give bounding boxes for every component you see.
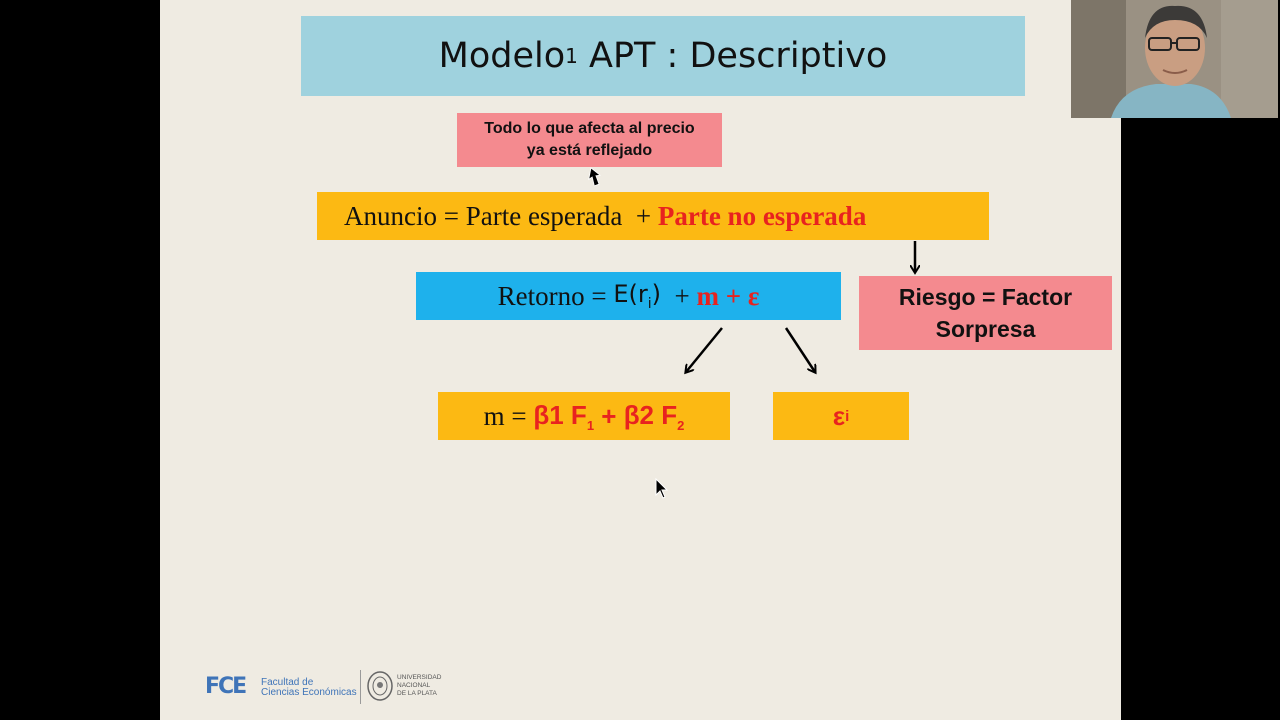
faculty-line-2: Ciencias Económicas [261,687,357,698]
epsilon-subscript: i [845,407,850,425]
beta2-subscript: 2 [677,417,685,433]
m-equation-box: m = β1 F1 + β2 F2 [438,392,730,440]
m-plus: + [594,400,624,431]
webcam-image [1071,0,1278,118]
m-label: m = [483,400,534,431]
beta1-subscript: 1 [586,417,595,433]
logo-divider [360,670,361,704]
riesgo-box: Riesgo = Factor Sorpresa [859,276,1112,350]
anuncio-unexpected-part: Parte no esperada [657,200,867,231]
expected-return: E(ri) [613,280,661,312]
unlp-line-1: UNIVERSIDAD [397,674,442,681]
slide-canvas [160,0,1121,720]
beta2-term: β2 F2 [624,400,685,433]
note-box: Todo lo que afecta al precio ya está ref… [457,113,722,167]
riesgo-line-2: Sorpresa [935,316,1036,342]
anuncio-equation-box: Anuncio = Parte esperada + Parte no espe… [317,192,989,240]
mouse-pointer-icon [655,478,669,499]
retorno-equation-box: Retorno = E(ri) + m + ε [416,272,841,320]
retorno-plus: + [660,280,697,311]
unlp-line-2: NACIONAL [397,682,431,689]
beta1-term: β1 F1 [533,400,594,433]
seal-icon [367,671,393,701]
note-line-1: Todo lo que afecta al precio [484,120,695,137]
anuncio-plain-text: Anuncio = Parte esperada + [344,200,658,231]
note-line-2: ya está reflejado [526,142,653,159]
title-subscript: 1 [565,44,578,68]
expected-return-subscript: i [647,296,652,312]
faculty-name: Facultad de Ciencias Económicas [261,678,357,698]
unlp-line-3: DE LA PLATA [397,690,437,697]
retorno-label: Retorno = [497,280,614,311]
fce-logo-text: FCE [205,674,247,699]
faculty-line-1: Facultad de [261,677,314,688]
riesgo-line-1: Riesgo = Factor [898,284,1073,310]
expected-return-close: ) [651,280,661,308]
retorno-red-terms: m + ε [696,280,760,311]
faculty-logo: FCE Facultad de Ciencias Económicas UNIV… [205,668,445,708]
expected-return-open: E(r [613,280,648,308]
cursor-icon [588,167,602,187]
epsilon-symbol: ε [832,400,846,431]
unlp-name: UNIVERSIDAD NACIONAL DE LA PLATA [397,674,441,698]
title-main: Modelo [438,36,566,76]
beta1-text: β1 F [533,399,587,430]
webcam-feed [1071,0,1278,118]
beta2-text: β2 F [623,399,678,430]
title-rest: APT : Descriptivo [577,36,888,76]
